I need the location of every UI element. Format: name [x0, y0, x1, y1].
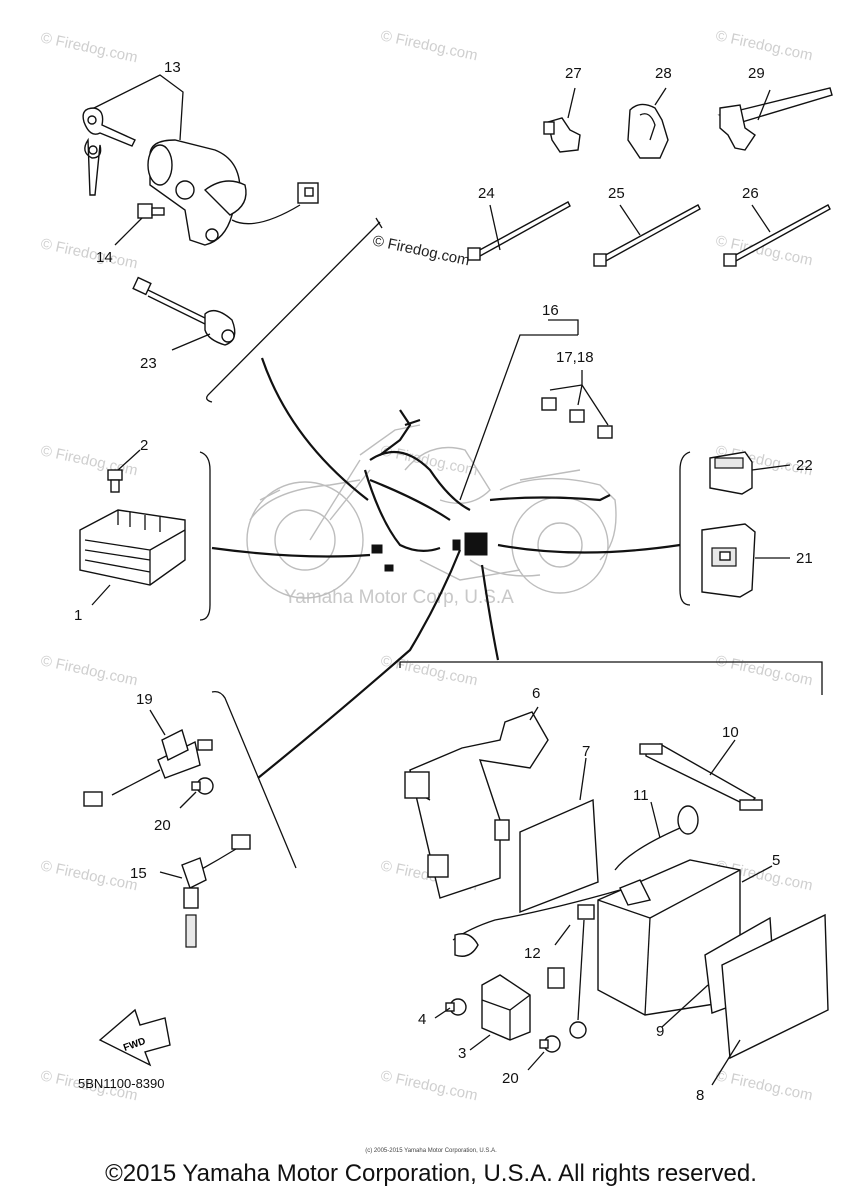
watermark-yamaha: Yamaha Motor Corp, U.S.A: [284, 587, 514, 608]
footer-small-print: (c) 2005-2015 Yamaha Motor Corporation, …: [365, 1148, 497, 1154]
callout-28: 28: [655, 65, 672, 82]
part-14-screw: [114, 203, 165, 246]
callout-8: 8: [696, 1087, 704, 1104]
callout-20-left: 20: [154, 817, 171, 834]
part-23-sensor: [132, 276, 236, 351]
callout-27: 27: [565, 65, 582, 82]
part-13-ignition-switch: [82, 74, 319, 246]
callout-5: 5: [772, 852, 780, 869]
callout-7: 7: [582, 743, 590, 760]
part-1-regulator: [79, 509, 186, 606]
part-7-pad: [519, 757, 599, 914]
callout-12: 12: [524, 945, 541, 962]
callout-14: 14: [96, 249, 113, 266]
part-11-cable: [614, 801, 699, 871]
part-3-starter-relay: [469, 974, 531, 1051]
watermark-firedog: © Firedog.com: [379, 652, 479, 689]
callout-15: 15: [130, 865, 147, 882]
callout-23: 23: [140, 355, 157, 372]
callout-20-right: 20: [502, 1070, 519, 1087]
watermark-firedog: © Firedog.com: [714, 1067, 814, 1104]
fwd-arrow-icon: FWD: [98, 1008, 171, 1067]
watermark-firedog: © Firedog.com: [39, 652, 139, 689]
callout-4: 4: [418, 1011, 426, 1028]
part-4-bolt: [434, 998, 467, 1019]
callout-6: 6: [532, 685, 540, 702]
part-27-clip: [543, 87, 581, 153]
part-20-screw-b: [527, 1035, 561, 1071]
group-brackets: [199, 217, 823, 869]
watermark-firedog: © Firedog.com: [39, 442, 139, 479]
callout-29: 29: [748, 65, 765, 82]
part-2-bolt: [107, 449, 141, 493]
callout-25: 25: [608, 185, 625, 202]
part-22-relay: [709, 451, 791, 495]
callout-22: 22: [796, 457, 813, 474]
callout-16: 16: [542, 302, 559, 319]
watermark-firedog: © Firedog.com: [379, 442, 479, 479]
watermark-firedog: © Firedog.com: [714, 27, 814, 64]
part-29-clip-band: [717, 87, 833, 151]
callout-13: 13: [164, 59, 181, 76]
part-12-cable: [452, 889, 621, 1039]
callout-2: 2: [140, 437, 148, 454]
watermark-firedog: © Firedog.com: [39, 857, 139, 894]
part-15-sensor: [159, 834, 251, 948]
watermark-firedog: © Firedog.com: [714, 652, 814, 689]
footer-copyright: ©2015 Yamaha Motor Corporation, U.S.A. A…: [105, 1160, 757, 1187]
watermark-firedog: © Firedog.com: [379, 1067, 479, 1104]
part-10-band: [639, 739, 763, 811]
motorcycle-silhouette: [246, 424, 617, 599]
callout-21: 21: [796, 550, 813, 567]
callout-9: 9: [656, 1023, 664, 1040]
leader-wires: [211, 334, 681, 779]
callout-1: 1: [74, 607, 82, 624]
part-16-fuse-set: [541, 319, 613, 439]
part-21-relay: [701, 523, 790, 598]
part-26-cable-tie: [723, 204, 831, 267]
part-20-screw-a: [179, 777, 214, 809]
part-25-cable-tie: [593, 204, 701, 267]
callout-11: 11: [633, 787, 649, 804]
callout-26: 26: [742, 185, 759, 202]
watermark-firedog: © Firedog.com: [39, 29, 139, 66]
callout-3: 3: [458, 1045, 466, 1062]
part-5-battery: [597, 859, 773, 1016]
wire-harness-1: [363, 409, 611, 572]
callout-10: 10: [722, 724, 739, 741]
callout-19: 19: [136, 691, 153, 708]
part-8-pad: [711, 913, 829, 1086]
part-28-clip: [627, 87, 669, 159]
callout-24: 24: [478, 185, 495, 202]
watermark-firedog: © Firedog.com: [39, 235, 139, 272]
watermark-firedog: © Firedog.com: [379, 27, 479, 64]
diagram-part-code: 5BN1100-8390: [78, 1076, 165, 1091]
part-19-sensor: [83, 709, 213, 807]
part-6-battery-cover: [404, 706, 549, 899]
callout-17-18: 17,18: [556, 349, 594, 366]
part-24-cable-tie: [467, 201, 571, 261]
watermark-firedog-dark: © Firedog.com: [371, 232, 471, 269]
callout-labels: 13 14 23 2 1 27 28 29 24 25 26 16 17,18 …: [74, 59, 813, 1104]
